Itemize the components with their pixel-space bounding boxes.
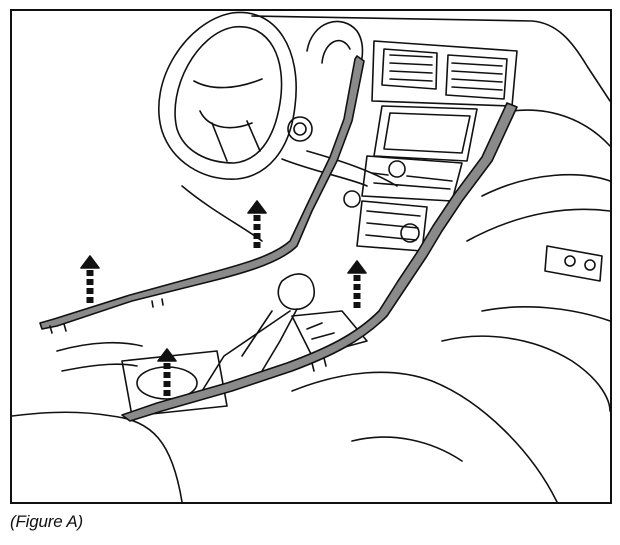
passenger-door <box>466 109 610 322</box>
figure-frame <box>10 9 612 504</box>
removal-arrow-icon <box>347 260 367 308</box>
console-trim <box>121 102 518 422</box>
dashboard-illustration <box>12 11 610 502</box>
seats <box>12 335 610 502</box>
removal-arrow-icon <box>157 348 177 396</box>
cup-holder <box>56 341 228 417</box>
gear-shifter <box>201 273 368 392</box>
driver-side-trim <box>39 55 365 330</box>
figure-caption: (Figure A) <box>10 512 83 531</box>
center-stack <box>343 40 518 252</box>
removal-arrow-icon <box>80 255 100 303</box>
removal-arrow-icon <box>247 200 267 248</box>
removal-arrows <box>80 200 367 396</box>
steering-wheel <box>157 11 297 180</box>
